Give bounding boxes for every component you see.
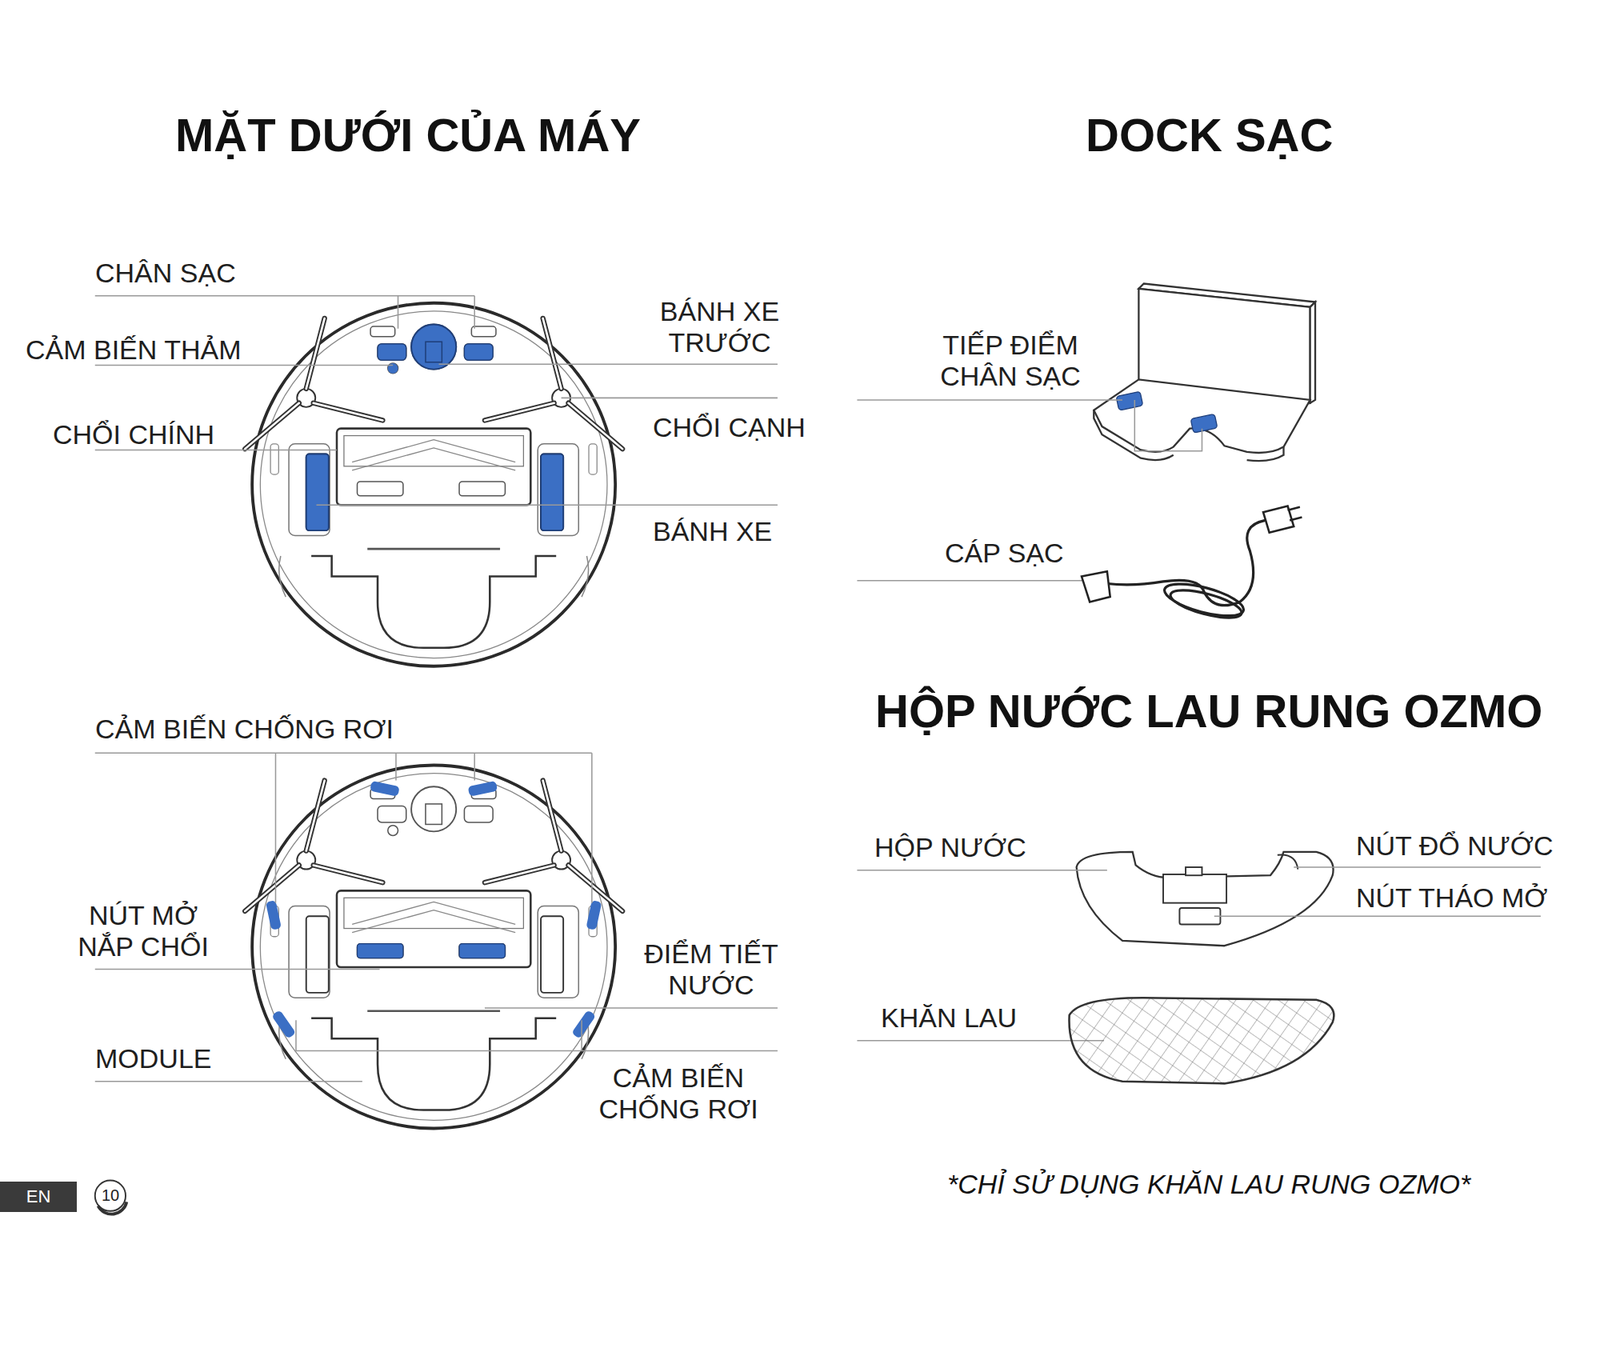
part-label: CẢM BIẾN CHỐNG RƠI [586,1062,771,1125]
part-label: NÚT ĐỔ NƯỚC [1356,830,1553,862]
part-label: CẢM BIẾN CHỐNG RƠI [95,713,394,745]
part-label: ĐIỂM TIẾT NƯỚC [627,938,796,1001]
section-heading: DOCK SẠC [1085,108,1333,163]
part-label: MODULE [95,1043,212,1075]
part-label: CHỔI CHÍNH [52,419,215,451]
caption-note: *CHỈ SỬ DỤNG KHĂN LAU RUNG OZMO* [947,1168,1471,1200]
part-label: CẢM BIẾN THẢM [25,334,242,366]
part-label: CHÂN SẠC [95,257,236,289]
part-label: BÁNH XE [652,516,772,548]
page-number: 10 [101,1186,120,1205]
language-tab: EN [0,1181,77,1212]
part-label: NÚT MỞ NẮP CHỔI [62,900,224,963]
part-label: NÚT THÁO MỞ [1356,882,1548,914]
part-label: CHỔI CẠNH [652,412,806,444]
part-label: TIẾP ĐIỂM CHÂN SẠC [914,329,1107,392]
part-label: CÁP SẠC [944,537,1064,569]
part-label: KHĂN LAU [880,1002,1017,1034]
part-label: BÁNH XE TRƯỚC [643,296,796,359]
section-heading: HỘP NƯỚC LAU RUNG OZMO [875,684,1543,739]
main-title: MẶT DƯỚI CỦA MÁY [175,108,641,163]
part-label: HỘP NƯỚC [874,832,1027,864]
